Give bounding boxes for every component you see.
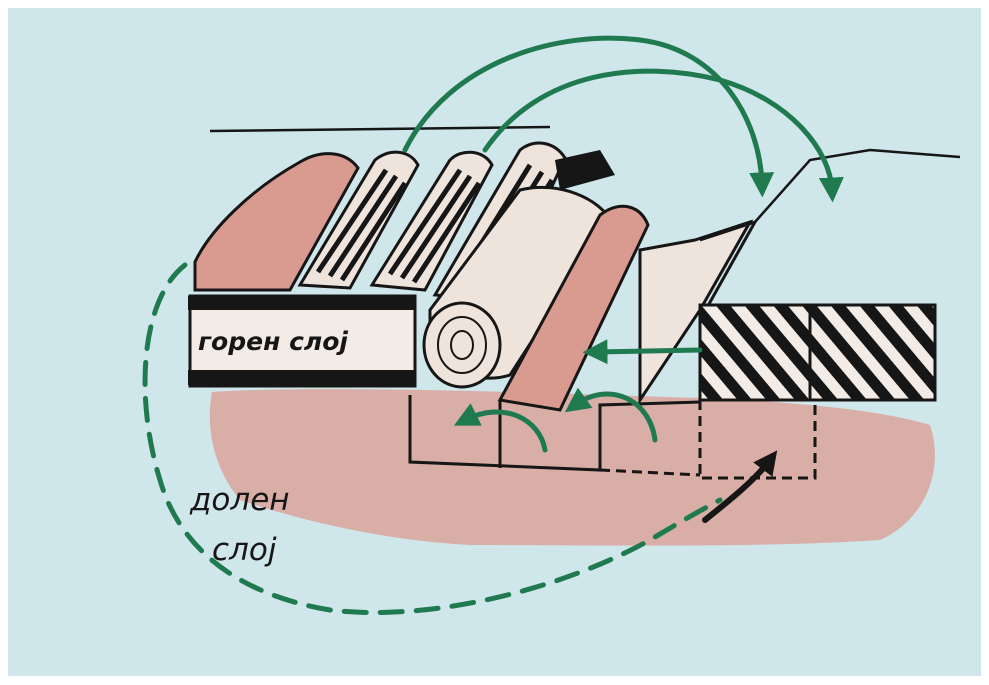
green-transfer-arrows — [402, 35, 844, 203]
surface-line — [209, 125, 551, 133]
lower-layer-label-line1: долен — [189, 482, 290, 518]
lower-soil-layer — [209, 389, 935, 546]
lower-layer-label-line2: слој — [212, 532, 277, 568]
dashed-green-loop — [142, 262, 723, 615]
furrow-slice-1 — [193, 152, 360, 292]
upper-layer-label: горен слој — [198, 327, 348, 356]
upper-layer-block — [188, 294, 417, 388]
green-turn-arrows — [453, 339, 703, 453]
hatched-soil-block — [698, 303, 937, 402]
black-pointer-arrow — [702, 450, 778, 523]
surface-line-right — [754, 148, 961, 223]
sloping-slice — [497, 204, 650, 412]
plough-mouldboard — [638, 219, 759, 405]
